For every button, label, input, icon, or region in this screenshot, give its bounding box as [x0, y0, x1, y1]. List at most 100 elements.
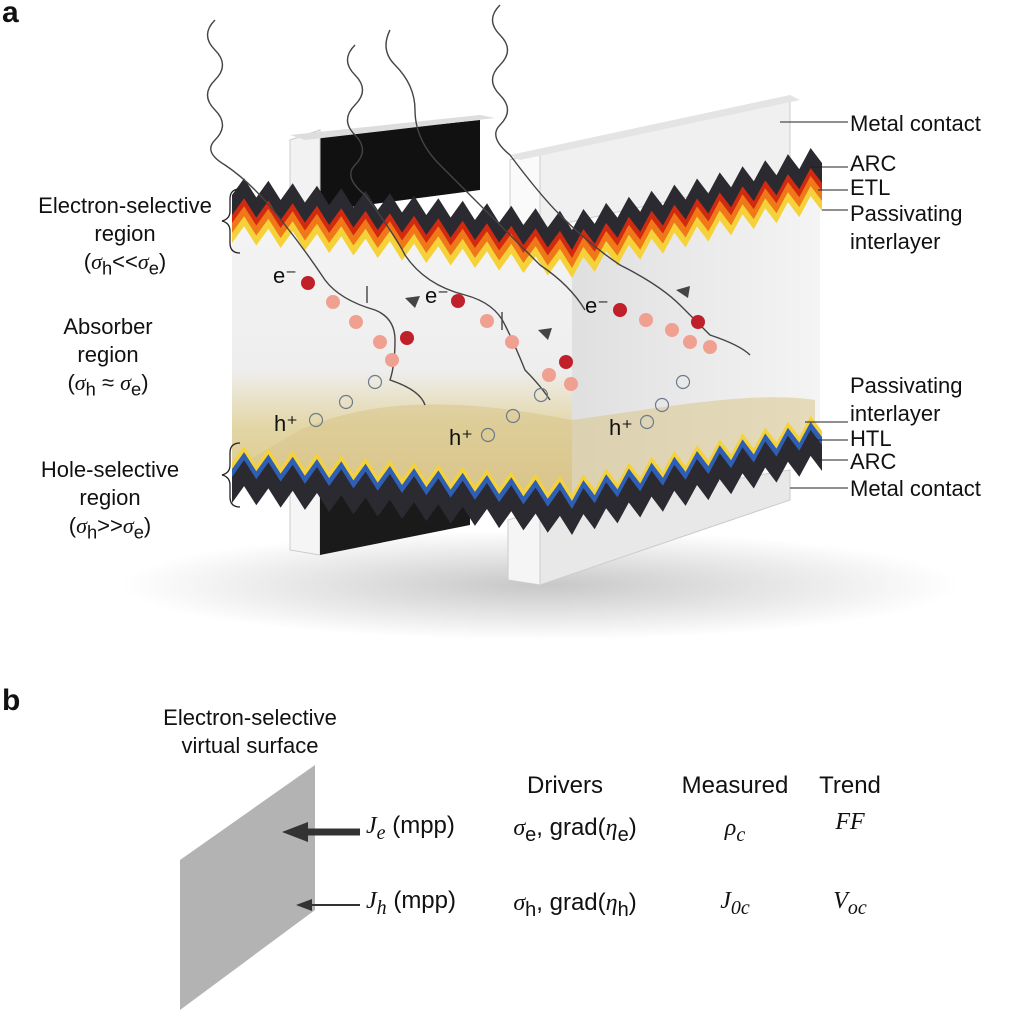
absorber-region-line2: region: [77, 342, 139, 367]
hole-dot-1-0: [533, 387, 549, 403]
drivers-header: Drivers: [527, 772, 603, 799]
je-close: ): [628, 814, 637, 841]
etl-orange-band-1: [572, 176, 822, 272]
je-flux-symbol: J: [366, 813, 377, 839]
metal-contact-top-label: Metal contact: [850, 111, 981, 136]
hole-region-line2: region: [79, 485, 141, 510]
j0c-symbol: J: [720, 888, 731, 914]
hole-dot-1-2: [480, 427, 496, 443]
jh-flux-label: Jh (mpp): [366, 887, 456, 920]
hole-region-brace: [221, 442, 241, 508]
je-sigma-sub: e: [525, 823, 537, 846]
etl-orange-band-0: [232, 206, 572, 272]
electron-fade-dot-1-2: [542, 368, 556, 382]
hole-label-2: h⁺: [449, 425, 473, 450]
etl-red-band-1: [572, 168, 822, 264]
electron-label-2: e⁻: [425, 283, 449, 308]
rho-sub: c: [736, 823, 746, 846]
electron-fade-dot-0-1: [349, 315, 363, 329]
je-eta-sub: e: [617, 823, 629, 846]
jh-eta-sub: h: [617, 898, 629, 921]
jh-eta: η: [605, 890, 618, 916]
je-measured: ρc: [695, 814, 775, 847]
electron-fade-dot-0-0: [326, 295, 340, 309]
electron-dot-0-1: [400, 331, 414, 345]
hole-label-1: h⁺: [274, 411, 298, 436]
top-metal-contact: [289, 95, 800, 236]
measured-header: Measured: [681, 772, 789, 799]
htl-band-0: [232, 452, 572, 511]
hole-region-condition: (σh>>σe): [68, 513, 152, 543]
passivating-bottom-line1: Passivating: [850, 373, 963, 398]
htl-band-1: [572, 421, 822, 511]
hole-dot-1-1: [505, 408, 521, 424]
electron-fade-dot-2-2: [683, 335, 697, 349]
hole-dot-0-0: [367, 374, 383, 390]
electron-fade-dot-2-0: [639, 313, 653, 327]
jh-flux-symbol: J: [366, 888, 377, 914]
je-eta: η: [605, 815, 618, 841]
electron-fade-dot-1-0: [480, 314, 494, 328]
rho-symbol: ρ: [724, 815, 737, 841]
ff-symbol: FF: [835, 809, 865, 835]
voc-symbol: V: [833, 888, 848, 914]
electron-region-line2: region: [94, 221, 156, 246]
jh-drivers: σh, grad(ηh): [500, 889, 650, 922]
jh-flux-suffix: (mpp): [386, 887, 456, 914]
passivating-top-line1: Passivating: [850, 201, 963, 226]
virtual-surface-line1: Electron-selective: [163, 705, 337, 730]
voc-sub: oc: [847, 896, 867, 919]
jh-arrow-head: [296, 899, 312, 911]
electron-dot-1-1: [559, 355, 573, 369]
arc-bottom-band-1: [572, 429, 822, 535]
arc-bottom-band-0: [232, 460, 572, 535]
hole-region-label: Hole-selective region (σh>>σe): [0, 456, 220, 546]
electron-fade-dot-2-3: [703, 340, 717, 354]
etl-label: ETL: [850, 175, 891, 200]
hole-dot-2-2: [639, 414, 655, 430]
je-arrow-head: [282, 822, 308, 842]
electron-region-condition: (σh<<σe): [83, 249, 167, 279]
absorber-region-label: Absorber region (σh ≈ σe): [0, 313, 218, 403]
passivating-bottom-line2: interlayer: [850, 401, 941, 426]
electron-fade-dot-2-1: [665, 323, 679, 337]
arc-top-label: ARC: [850, 151, 897, 176]
virtual-surface-label: Electron-selective virtual surface: [130, 704, 370, 760]
passivating-top-band-1: [572, 186, 822, 278]
electron-dot-2-1: [691, 315, 705, 329]
right-leader-lines: [780, 121, 848, 489]
trend-header: Trend: [819, 772, 881, 799]
je-trend: FF: [815, 808, 885, 836]
panel-b-letter: b: [2, 684, 21, 717]
virtual-surface-line2: virtual surface: [181, 733, 319, 758]
electron-fade-dot-1-3: [564, 377, 578, 391]
jh-flux-sub: h: [376, 896, 387, 919]
jh-measured: J0c: [695, 887, 775, 920]
absorber-region-condition: (σh ≈ σe): [67, 370, 149, 400]
je-flux-sub: e: [376, 821, 386, 844]
je-flux-suffix: (mpp): [385, 812, 455, 839]
arc-top-band-0: [232, 178, 572, 258]
solar-cell-illustration: [120, 4, 960, 640]
electron-dot-0-0: [301, 276, 315, 290]
hole-dot-2-1: [654, 397, 670, 413]
electron-region-line1: Electron-selective: [38, 193, 212, 218]
electron-label-3: e⁻: [585, 293, 609, 318]
hole-dot-0-2: [308, 412, 324, 428]
passivating-top-line2: interlayer: [850, 229, 941, 254]
electron-dot-1-0: [451, 294, 465, 308]
jh-close: ): [628, 889, 637, 916]
carrier-dots: [301, 276, 717, 443]
htl-label: HTL: [850, 426, 892, 451]
electron-label-1: e⁻: [273, 263, 297, 288]
passivating-top-band-0: [232, 216, 572, 278]
jh-sigma-sub: h: [525, 898, 537, 921]
arc-bottom-label: ARC: [850, 449, 897, 474]
electron-dot-2-0: [613, 303, 627, 317]
jh-trend: Voc: [815, 887, 885, 920]
passivating-top-label: Passivating interlayer: [850, 200, 963, 256]
hole-dot-0-1: [338, 394, 354, 410]
jh-grad: , grad(: [536, 889, 606, 916]
light-arrowheads: [405, 286, 690, 340]
electron-fade-dot-0-2: [373, 335, 387, 349]
